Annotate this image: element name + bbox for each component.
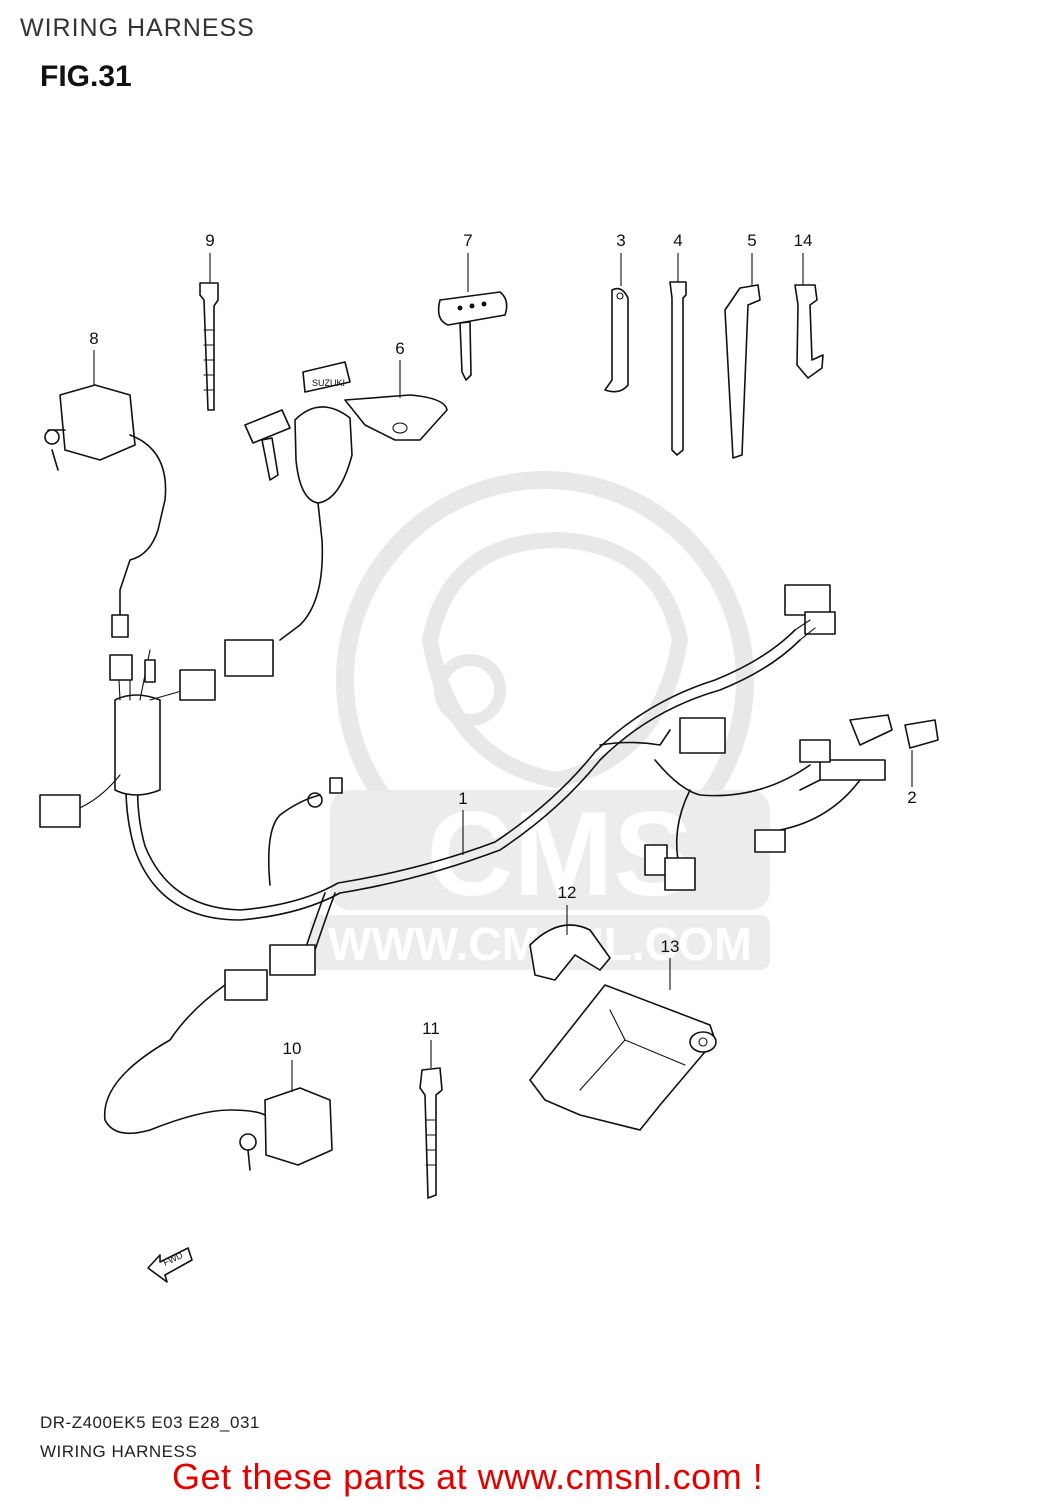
callout-8: 8 xyxy=(89,329,98,348)
part-5-tie xyxy=(724,253,761,459)
callout-5: 5 xyxy=(747,231,756,250)
part-7-key xyxy=(437,253,508,381)
callout-4: 4 xyxy=(673,231,682,250)
part-8-sensor xyxy=(44,350,167,638)
part-12-cover xyxy=(529,905,611,981)
part-3-clamp xyxy=(604,253,629,393)
part-2-fuse xyxy=(849,714,939,787)
footer-section-name: WIRING HARNESS xyxy=(40,1442,198,1461)
part-6-ignition-switch: SUZUKI xyxy=(224,360,448,677)
callout-10: 10 xyxy=(283,1039,302,1058)
fwd-arrow-icon: FWD xyxy=(147,1247,193,1283)
part-1-main-harness xyxy=(39,584,886,1135)
part-9-cable-tie xyxy=(199,253,219,411)
callout-3: 3 xyxy=(616,231,625,250)
parts-link-banner[interactable]: Get these parts at www.cmsnl.com ! xyxy=(172,1456,764,1497)
callout-11: 11 xyxy=(422,1019,440,1038)
callout-7: 7 xyxy=(463,231,472,250)
part-14-clip xyxy=(794,253,824,379)
part-13-bracket xyxy=(529,958,717,1131)
callout-13: 13 xyxy=(661,937,680,956)
part-11-cable-tie xyxy=(419,1040,443,1199)
model-code: DR-Z400EK5 E03 E28_031 xyxy=(40,1413,260,1432)
part-10-sensor xyxy=(239,1060,333,1171)
callout-6: 6 xyxy=(395,339,404,358)
callout-9: 9 xyxy=(205,231,214,250)
callout-2: 2 xyxy=(907,788,916,807)
section-title: WIRING HARNESS xyxy=(20,14,255,42)
part-4-long-tie xyxy=(669,253,687,456)
callout-1: 1 xyxy=(458,789,467,808)
callout-12: 12 xyxy=(558,883,577,902)
callout-14: 14 xyxy=(794,231,813,250)
figure-label: FIG.31 xyxy=(40,60,132,93)
key-brand-label: SUZUKI xyxy=(312,378,345,388)
